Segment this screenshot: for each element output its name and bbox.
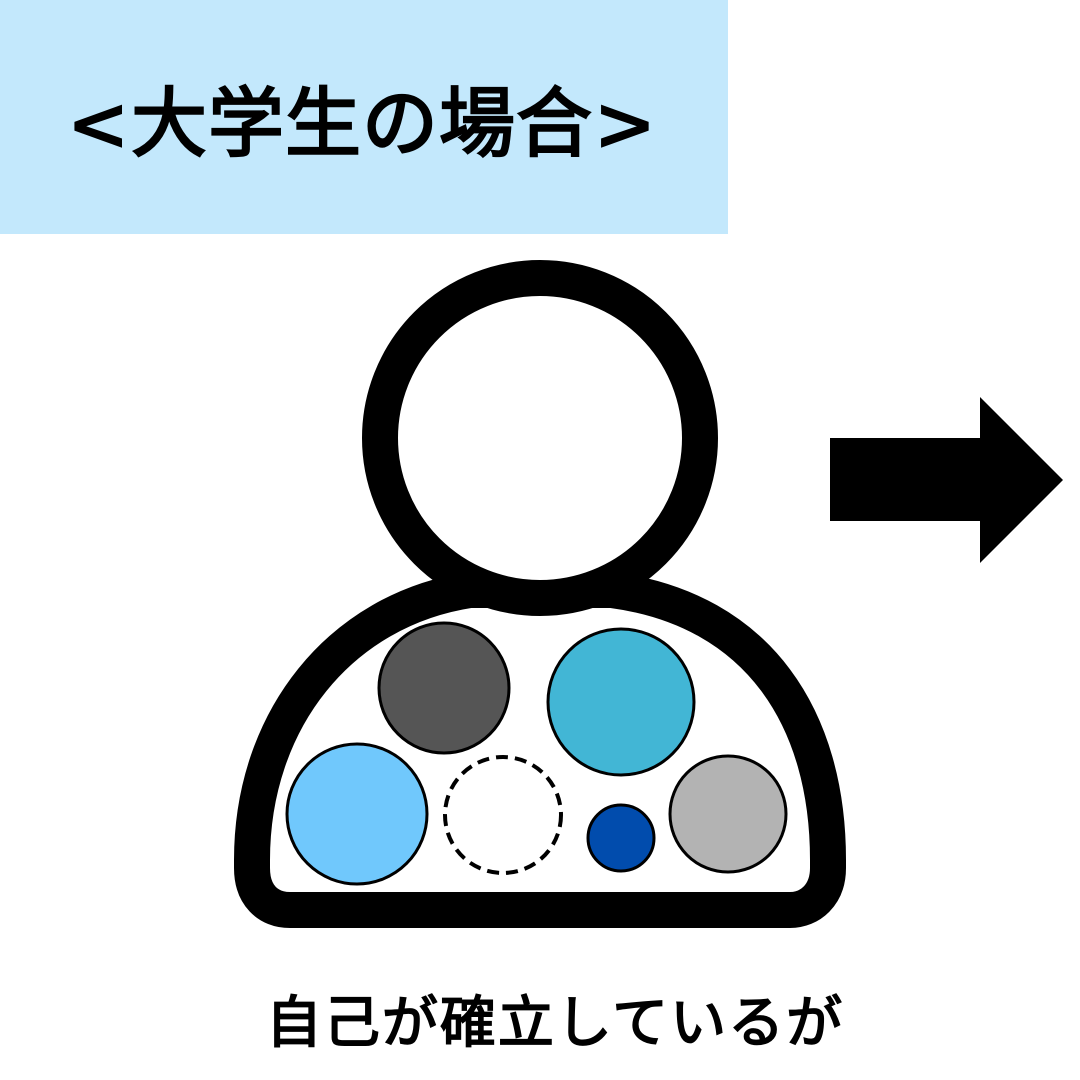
dark-gray-circle: [377, 621, 511, 755]
person-head-icon: [362, 260, 718, 616]
title-banner: <大学生の場合>: [0, 0, 728, 234]
navy-circle: [586, 803, 656, 873]
empty-dashed-circle: [443, 755, 563, 875]
teal-circle: [546, 627, 696, 777]
caption-text: 自己が確立しているが: [265, 991, 845, 1056]
right-arrow-icon: [830, 397, 1063, 563]
light-blue-circle: [285, 742, 429, 886]
light-gray-circle: [668, 754, 788, 874]
page-title: <大学生の場合>: [66, 79, 658, 168]
